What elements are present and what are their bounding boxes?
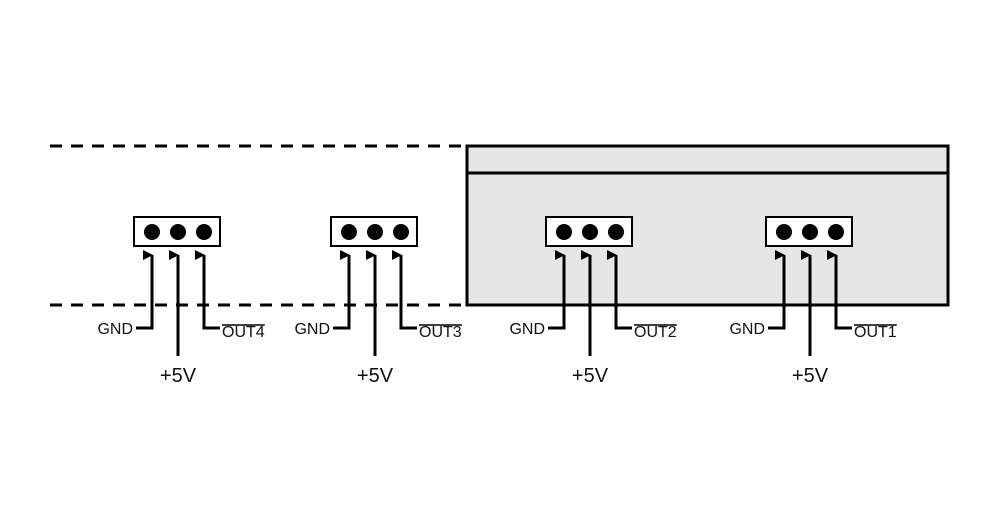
gnd-wire-out4 <box>136 250 154 330</box>
pin-2-out1 <box>802 224 818 240</box>
power-label-out4: +5V <box>160 365 197 387</box>
housing <box>465 144 950 307</box>
gnd-label-out2: GND <box>509 321 545 338</box>
pin-2-out4 <box>170 224 186 240</box>
gnd-label-out3: GND <box>294 321 330 338</box>
out-label-out1: OUT1 <box>854 324 897 341</box>
pin-3-out3 <box>393 224 409 240</box>
gnd-label-out1: GND <box>729 321 765 338</box>
out-label-out3: OUT3 <box>419 324 462 341</box>
pin-1-out1 <box>776 224 792 240</box>
out-label-out2: OUT2 <box>634 324 677 341</box>
power-label-out2: +5V <box>572 365 609 387</box>
out-wire-out4 <box>195 250 220 330</box>
pin-1-out2 <box>556 224 572 240</box>
out-wire-out1 <box>827 250 852 330</box>
out-wire-out2 <box>607 250 632 330</box>
connectors-layer: GND +5V OUT4 GND +5V OUT3 GND +5V OUT2 GND +5V OUT1 <box>97 216 897 387</box>
pin-3-out2 <box>608 224 624 240</box>
gnd-label-out4: GND <box>97 321 133 338</box>
pin-1-out3 <box>341 224 357 240</box>
gnd-wire-out3 <box>333 250 351 330</box>
pin-2-out2 <box>582 224 598 240</box>
pin-2-out3 <box>367 224 383 240</box>
power-label-out3: +5V <box>357 365 394 387</box>
power-label-out1: +5V <box>792 365 829 387</box>
pin-3-out4 <box>196 224 212 240</box>
pin-3-out1 <box>828 224 844 240</box>
pin-1-out4 <box>144 224 160 240</box>
gnd-wire-out1 <box>768 250 786 330</box>
gnd-wire-out2 <box>548 250 566 330</box>
out-wire-out3 <box>392 250 417 330</box>
out-label-out4: OUT4 <box>222 324 265 341</box>
